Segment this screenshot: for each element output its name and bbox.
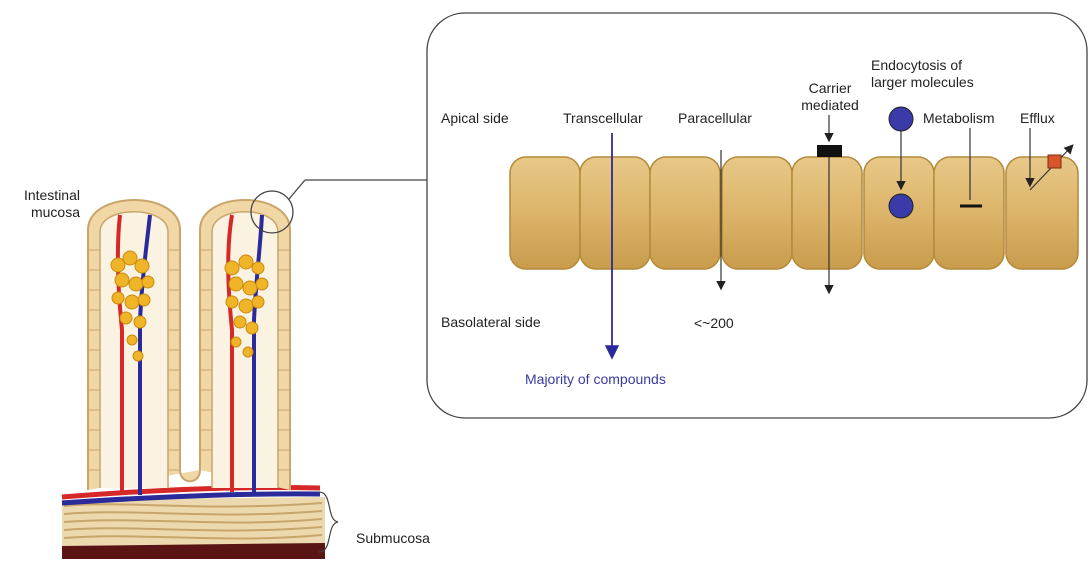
paracellular-label: Paracellular xyxy=(678,110,752,127)
efflux-transporter xyxy=(1048,155,1061,168)
villi-illustration xyxy=(62,180,428,559)
paracellular-limit-label: <~200 xyxy=(694,315,734,332)
carrier-protein xyxy=(817,145,842,157)
endocytosis-label: Endocytosis of larger molecules xyxy=(871,57,974,91)
enterocyte-row xyxy=(510,157,1078,269)
basolateral-side-label: Basolateral side xyxy=(441,314,541,331)
metabolism-label: Metabolism xyxy=(923,110,995,127)
transcellular-label: Transcellular xyxy=(563,110,643,127)
apical-side-label: Apical side xyxy=(441,110,509,127)
enterocyte-cell xyxy=(934,157,1004,269)
villus-right xyxy=(200,200,290,492)
endocytosis-molecule xyxy=(889,107,913,131)
zoom-connector xyxy=(289,180,305,199)
submucosa-label: Submucosa xyxy=(356,530,430,547)
enterocyte-cell xyxy=(650,157,720,269)
efflux-label: Efflux xyxy=(1020,110,1055,127)
intestinal-mucosa-label: Intestinal mucosa xyxy=(0,187,80,221)
enterocyte-cell xyxy=(722,157,792,269)
vesicle xyxy=(889,194,913,218)
villus-left xyxy=(88,200,200,495)
majority-of-compounds-label: Majority of compounds xyxy=(525,371,666,388)
enterocyte-cell xyxy=(1006,157,1078,269)
carrier-mediated-label: Carrier mediated xyxy=(790,80,870,114)
enterocyte-cell xyxy=(792,157,862,269)
enterocyte-cell xyxy=(580,157,650,269)
submucosa-layer xyxy=(62,497,325,559)
enterocyte-cell xyxy=(510,157,580,269)
